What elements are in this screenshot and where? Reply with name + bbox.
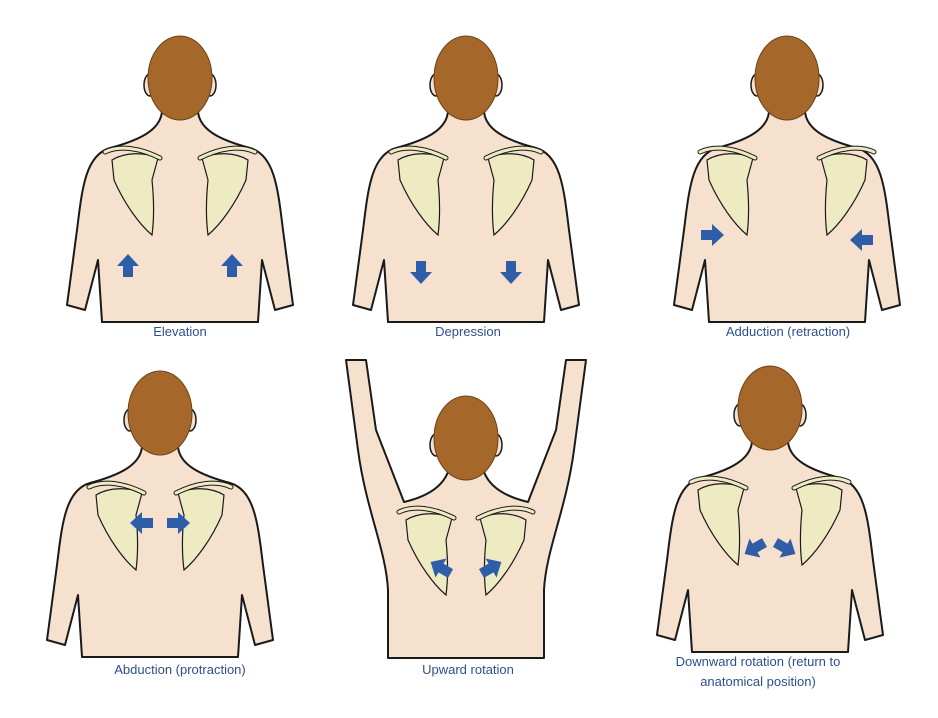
torso (345, 359, 587, 659)
left-scapula (816, 145, 877, 237)
movement-arrow-icon (167, 512, 190, 534)
movement-arrow-icon (130, 512, 153, 534)
scapula-blade (697, 483, 745, 567)
torso (656, 441, 884, 653)
scapula-blade (177, 488, 225, 572)
right-scapula (388, 145, 449, 237)
movement-arrow-icon (744, 538, 768, 558)
movement-arrow-icon (701, 224, 724, 246)
scapula-blade (201, 153, 249, 237)
head-hair (433, 35, 499, 121)
scapula-spine (389, 146, 448, 160)
scapula-blade (795, 483, 843, 567)
movement-arrow-icon (410, 261, 432, 284)
movement-arrow-icon (850, 229, 873, 251)
figure-rotate-up (345, 359, 587, 659)
movement-arrow-icon (478, 558, 502, 578)
scapula-blade (95, 488, 143, 572)
scapula-spine (174, 481, 233, 495)
right-scapula (697, 145, 758, 237)
scapula-spine (689, 476, 748, 490)
head-hair (433, 395, 499, 481)
scapula-spine (817, 146, 876, 160)
figure-inward (673, 35, 901, 323)
torso (352, 111, 580, 323)
torso (673, 111, 901, 323)
scapula-spine (103, 146, 162, 160)
label-elevation: Elevation (153, 324, 207, 339)
movement-arrow-icon (500, 261, 522, 284)
movement-arrow-icon (430, 558, 454, 578)
movement-arrow-icon (221, 254, 243, 277)
scapula-spine (476, 506, 535, 520)
label-upward-rotation: Upward rotation (422, 662, 514, 677)
label-depression: Depression (435, 324, 501, 339)
head-hair (737, 365, 803, 451)
figure-down (352, 35, 580, 323)
figure-rotate-down (656, 365, 884, 653)
torso (46, 446, 274, 658)
scapula-blade (111, 153, 159, 237)
label-adduction: Adduction (retraction) (725, 324, 851, 339)
label-downward-rotation: Downward rotation (return to anatomical … (675, 654, 841, 689)
scapula-spine (698, 146, 757, 160)
right-scapula (396, 505, 457, 597)
left-scapula (791, 475, 852, 567)
head-hair (147, 35, 213, 121)
right-scapula (102, 145, 163, 237)
torso (66, 111, 294, 323)
scapula-spine (198, 146, 257, 160)
movement-arrow-icon (117, 254, 139, 277)
left-scapula (173, 480, 234, 572)
scapula-blade (706, 153, 754, 237)
scapula-spine (484, 146, 543, 160)
right-scapula (688, 475, 749, 567)
figure-up (66, 35, 294, 323)
head-hair (754, 35, 820, 121)
movement-arrow-icon (772, 538, 796, 558)
head-hair (127, 370, 193, 456)
right-scapula (86, 480, 147, 572)
figure-outward (46, 370, 274, 658)
scapula-blade (397, 153, 445, 237)
scapula-spine (397, 506, 456, 520)
scapula-blade (820, 153, 868, 237)
label-abduction: Abduction (protraction) (114, 662, 246, 677)
scapula-spine (87, 481, 146, 495)
scapula-spine (792, 476, 851, 490)
scapula-blade (487, 153, 535, 237)
left-scapula (483, 145, 544, 237)
left-scapula (197, 145, 258, 237)
